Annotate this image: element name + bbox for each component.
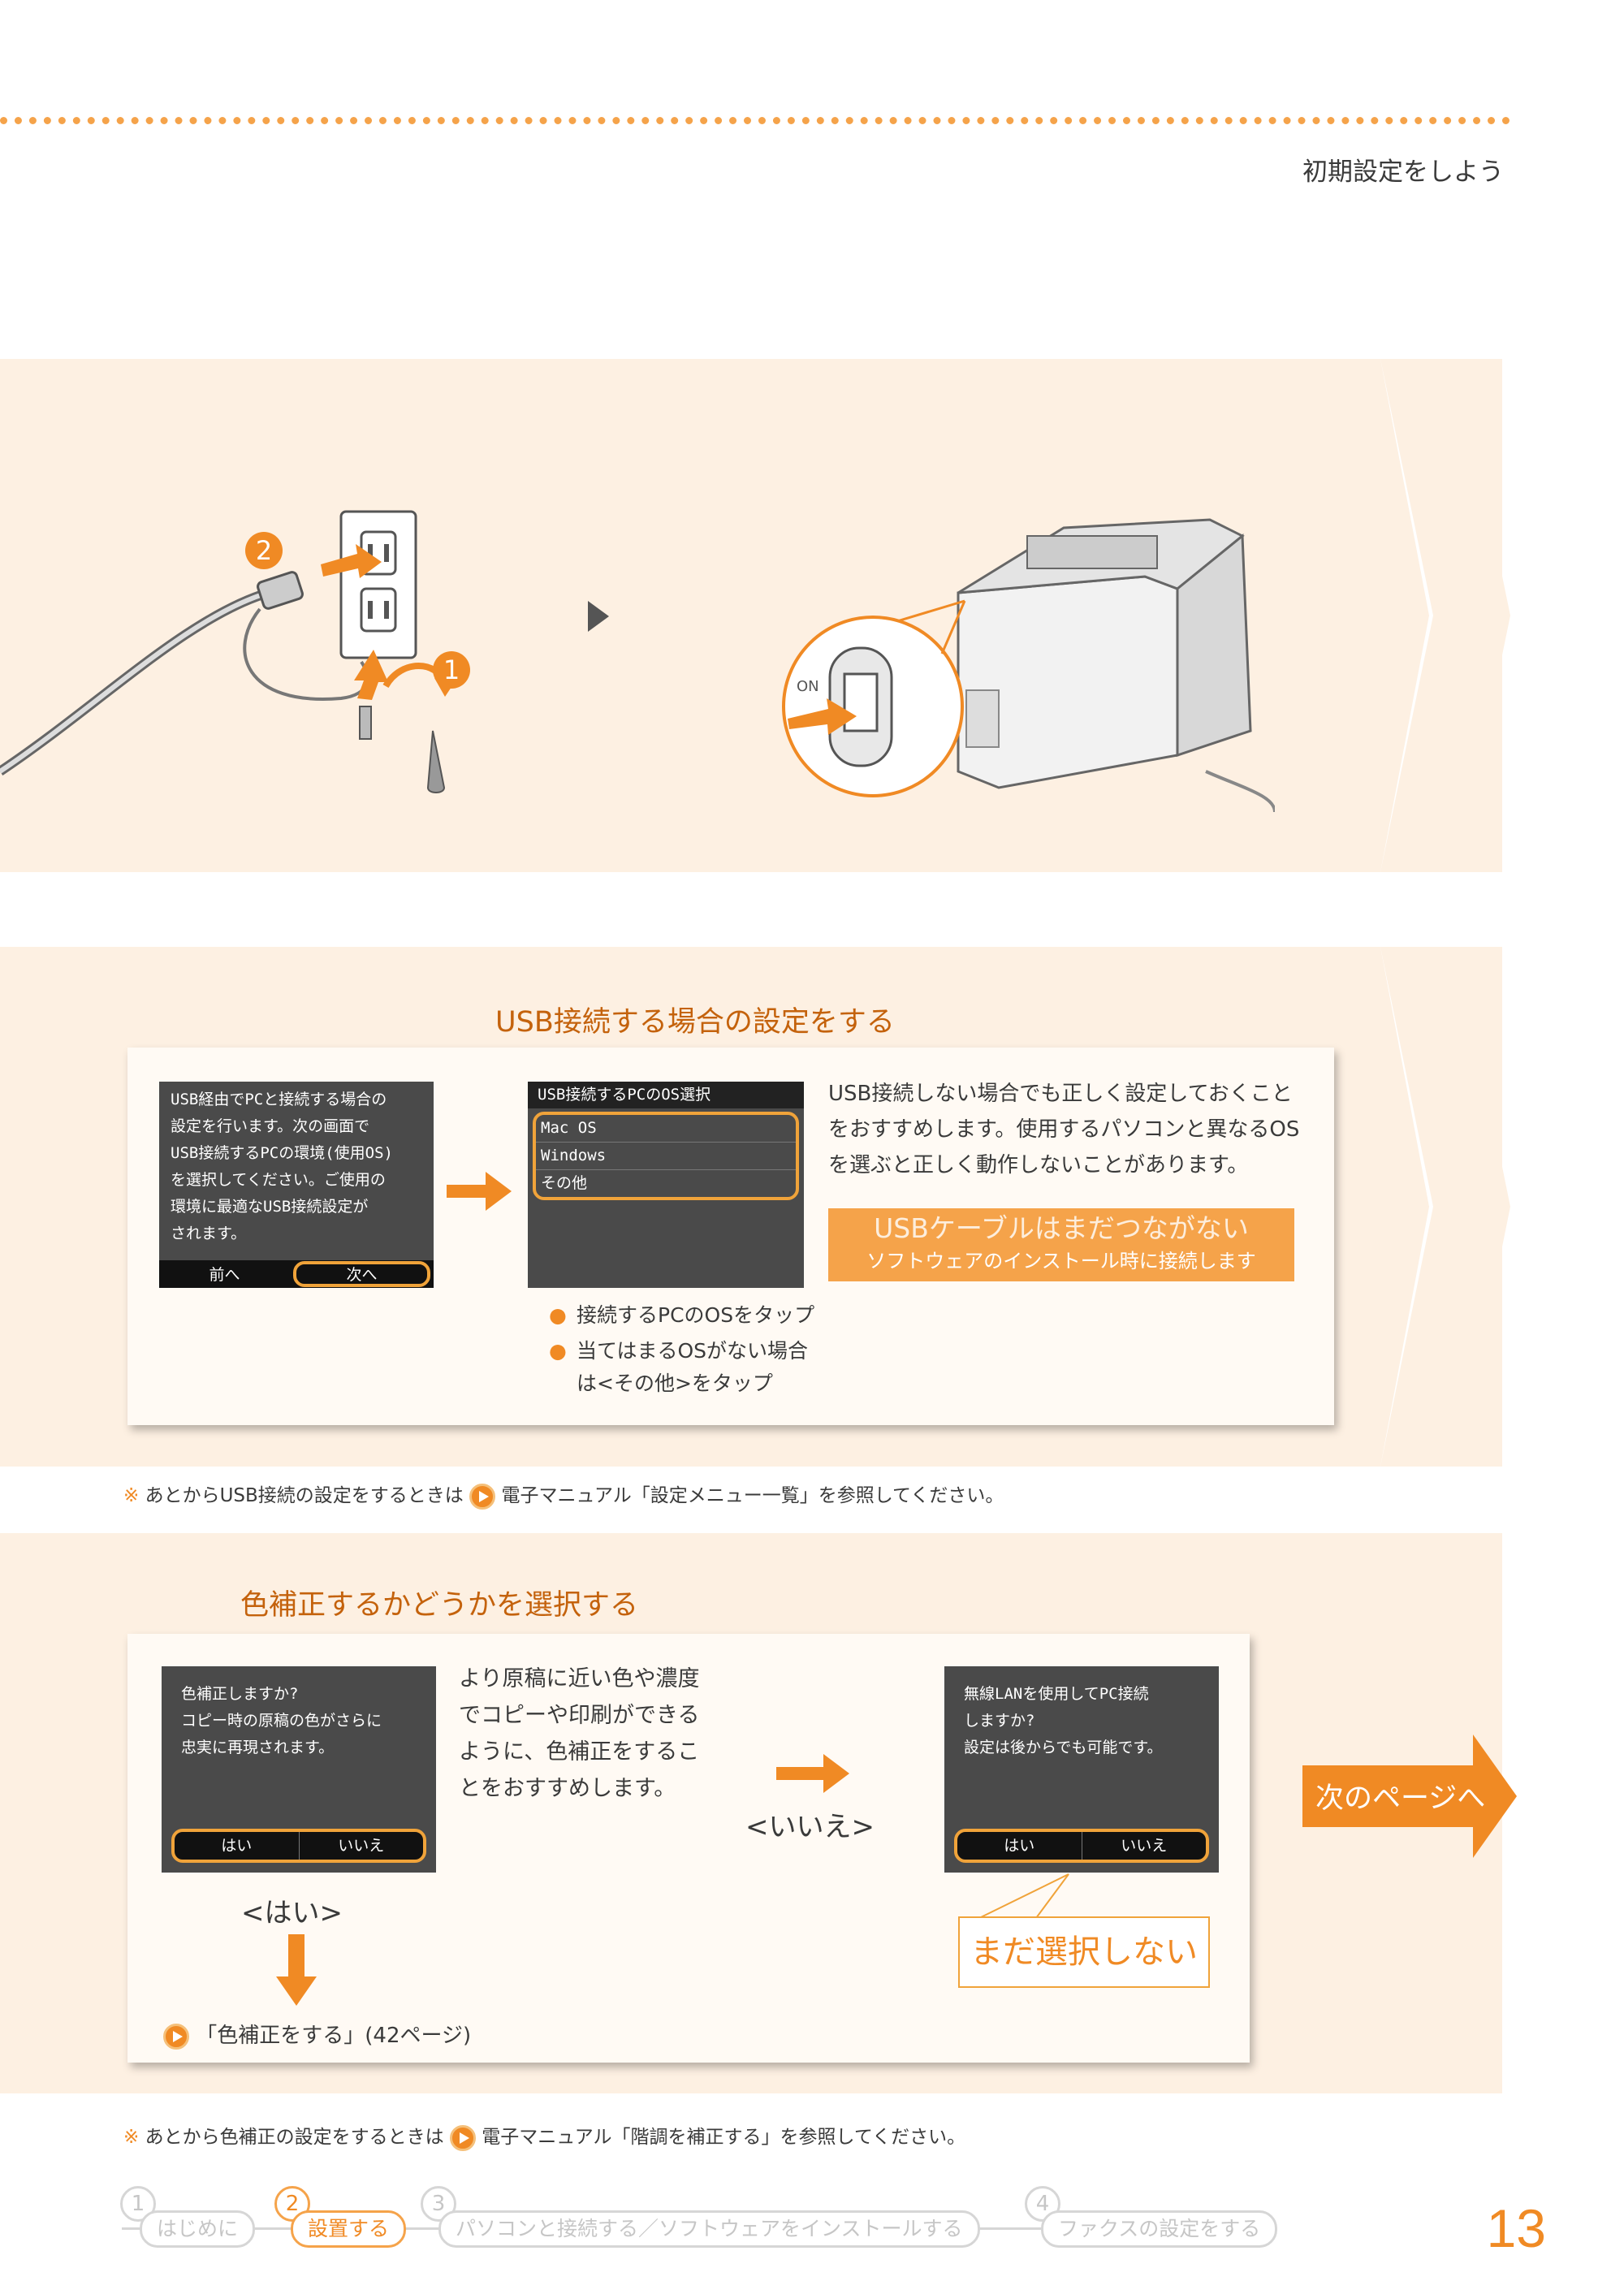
screen-text-line: USB経由でPCと接続する場合の xyxy=(171,1091,387,1108)
no-button[interactable]: いいえ xyxy=(338,1837,385,1855)
os-option-windows[interactable]: Windows xyxy=(536,1143,796,1170)
usb-warning-banner: USBケーブルはまだつながない ソフトウェアのインストール時に接続します xyxy=(828,1208,1294,1281)
link-arrow-icon xyxy=(449,2124,476,2151)
yes-button[interactable]: はい xyxy=(957,1832,1082,1860)
note-text: あとからUSB接続の設定をするときは xyxy=(145,1485,464,1506)
wireless-lan-screen: 無線LANを使用してPC接続 しますか? 設定は後からでも可能です。 はい いい… xyxy=(944,1666,1219,1873)
section-title: 初期設定をしよう xyxy=(1302,158,1504,187)
bullet-text: 当てはまるOSがない場合は<その他>をタップ xyxy=(577,1339,809,1395)
screen-text-line: USB接続するPCの環境(使用OS) xyxy=(171,1144,393,1162)
step-number: 3 xyxy=(421,2186,456,2222)
banner-main-text: USBケーブルはまだつながない xyxy=(874,1212,1249,1244)
os-option-other[interactable]: その他 xyxy=(541,1174,588,1192)
bullet-text: 接続するPCのOSをタップ xyxy=(577,1303,815,1327)
chevron-arrow-icon xyxy=(1332,359,1510,872)
usb-bullets: ● 接続するPCのOSをタップ ● 当てはまるOSがない場合は<その他>をタップ xyxy=(549,1299,817,1400)
screen-text-line: 忠実に再現されます。 xyxy=(181,1739,335,1756)
yes-label: <はい> xyxy=(241,1897,343,1929)
step-4-pill[interactable]: ファクスの設定をする xyxy=(1041,2210,1278,2248)
note-link-text[interactable]: 電子マニュアル「階調を補正する」を参照してください。 xyxy=(482,2127,966,2148)
power-plug-illustration xyxy=(0,510,455,793)
color-correction-screen: 色補正しますか? コピー時の原稿の色がさらに 忠実に再現されます。 はい いいえ xyxy=(162,1666,436,1873)
screen-text-line: 環境に最適なUSB接続設定が xyxy=(171,1198,369,1216)
note-link-text[interactable]: 電子マニュアル「設定メニュー一覧」を参照してください。 xyxy=(501,1485,1004,1506)
note-text: あとから色補正の設定をするときは xyxy=(145,2127,444,2148)
prev-button[interactable]: 前へ xyxy=(209,1266,240,1284)
color-link-text[interactable]: 「色補正をする」(42ページ) xyxy=(196,2024,472,2048)
os-option-mac[interactable]: Mac OS xyxy=(536,1115,796,1143)
chevron-arrow-icon xyxy=(1332,947,1510,1467)
color-note: ※ あとから色補正の設定をするときは 電子マニュアル「階調を補正する」を参照して… xyxy=(123,2121,965,2151)
color-link[interactable]: 「色補正をする」(42ページ) xyxy=(163,2019,471,2050)
screen-text-line: 設定は後からでも可能です。 xyxy=(964,1739,1163,1756)
banner-sub-text: ソフトウェアのインストール時に接続します xyxy=(866,1250,1256,1272)
note-mark: ※ xyxy=(123,2127,140,2148)
usb-description: USB接続しない場合でも正しく設定しておくことをおすすめします。使用するパソコン… xyxy=(828,1082,1300,1177)
illustration-band xyxy=(0,359,1502,872)
screen-header: USB接続するPCのOS選択 xyxy=(528,1082,804,1108)
down-arrow-icon xyxy=(276,1934,317,2006)
os-select-screen: USB接続するPCのOS選択 Mac OS Windows その他 xyxy=(528,1082,804,1288)
screen-text-line: 無線LANを使用してPC接続 xyxy=(964,1685,1149,1703)
callout-pointer xyxy=(978,1873,1069,1919)
step-1-pill[interactable]: はじめに xyxy=(140,2210,256,2248)
screen-text-line: を選択してください。ご使用の xyxy=(171,1171,386,1189)
screen-text-line: 色補正しますか? xyxy=(181,1685,299,1703)
right-arrow-icon xyxy=(447,1172,512,1211)
screen-text-line: しますか? xyxy=(964,1712,1035,1730)
screen-text-line: されます。 xyxy=(171,1225,247,1242)
printer-illustration xyxy=(782,518,1275,813)
link-arrow-icon xyxy=(163,2023,189,2050)
next-page-arrow[interactable] xyxy=(1302,1735,1517,1858)
step-badge-1: 1 xyxy=(433,651,470,689)
right-arrow-icon xyxy=(776,1754,849,1793)
next-page-label[interactable]: 次のページへ xyxy=(1315,1782,1486,1815)
play-arrow-icon xyxy=(588,601,609,632)
usb-section-title: USB接続する場合の設定をする xyxy=(495,1006,895,1039)
link-arrow-icon xyxy=(469,1483,496,1510)
step-badge-2: 2 xyxy=(245,532,283,569)
usb-intro-screen: USB経由でPCと接続する場合の 設定を行います。次の画面で USB接続するPC… xyxy=(159,1082,434,1288)
usb-note: ※ あとからUSB接続の設定をするときは 電子マニュアル「設定メニュー一覧」を参… xyxy=(123,1480,1004,1510)
color-description: より原稿に近い色や濃度でコピーや印刷ができるように、色補正をすることをおすすめし… xyxy=(459,1666,700,1801)
no-label: <いいえ> xyxy=(745,1811,875,1843)
on-label: ON xyxy=(797,678,819,695)
page-number: 13 xyxy=(1486,2198,1546,2258)
header-dotted-rule xyxy=(0,117,1510,124)
no-button[interactable]: いいえ xyxy=(1121,1837,1168,1855)
step-2-pill[interactable]: 設置する xyxy=(291,2210,407,2248)
next-button[interactable]: 次へ xyxy=(293,1261,430,1287)
screen-text-line: 設定を行います。次の画面で xyxy=(171,1117,370,1135)
not-selected-callout: まだ選択しない xyxy=(958,1916,1210,1988)
screen-text-line: コピー時の原稿の色がさらに xyxy=(181,1712,382,1730)
note-mark: ※ xyxy=(123,1485,140,1506)
step-3-pill[interactable]: パソコンと接続する／ソフトウェアをインストールする xyxy=(438,2210,980,2248)
yes-button[interactable]: はい xyxy=(175,1832,300,1860)
color-section-title: 色補正するかどうかを選択する xyxy=(240,1589,639,1622)
